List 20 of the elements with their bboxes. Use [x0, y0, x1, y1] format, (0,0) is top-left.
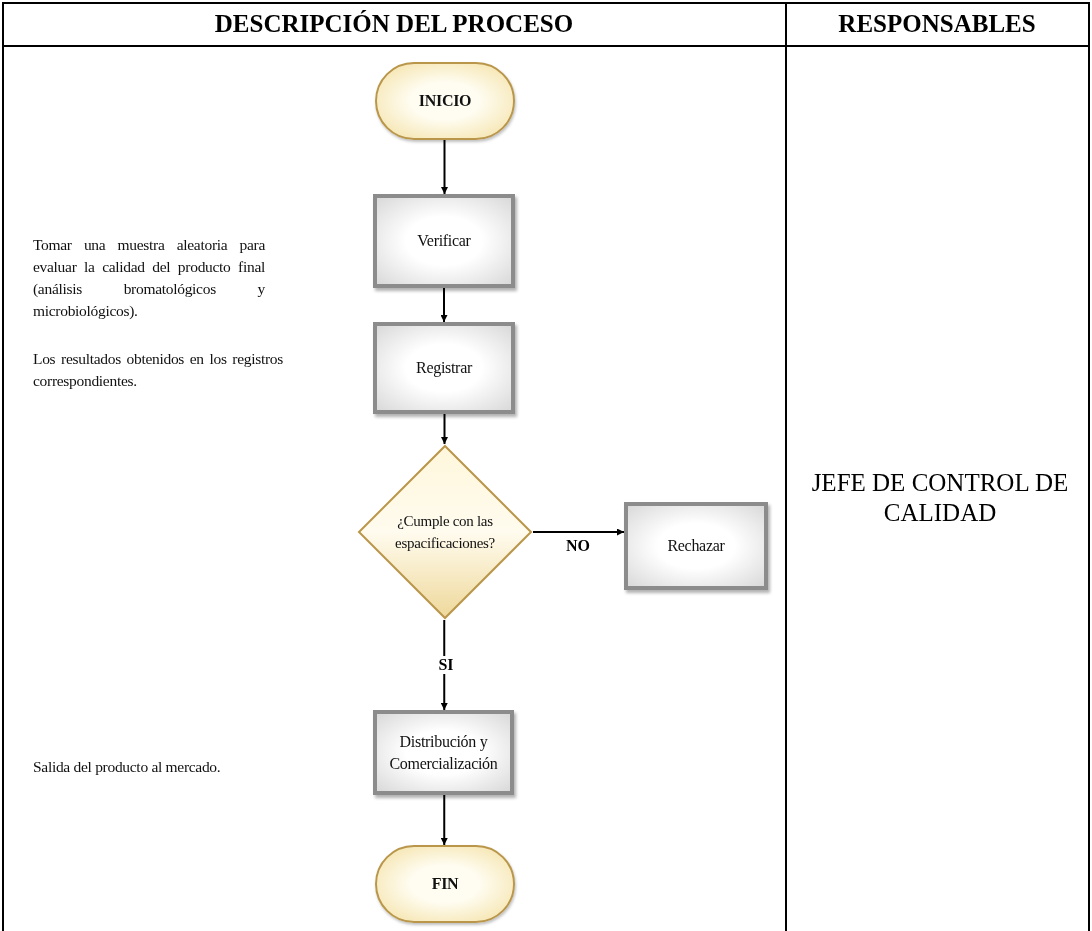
responsible-text: JEFE DE CONTROL DE CALIDAD: [810, 468, 1070, 528]
arrow: [441, 413, 448, 445]
process-box: Rechazar: [624, 502, 768, 590]
arrow: [441, 139, 448, 195]
edge-label: SI: [437, 656, 455, 674]
process-box: Distribución y Comercialización: [373, 710, 514, 795]
step-description: Salida del producto al mercado.: [33, 757, 222, 777]
arrow: [440, 287, 448, 323]
arrow: [532, 528, 625, 536]
step-description: Tomar una muestra aleatoria para evaluar la calidad del producto final (análisis bromatológicos y microbiológicos).: [33, 235, 265, 321]
arrow: [440, 794, 448, 846]
terminal-shape: FIN: [375, 845, 515, 923]
step-description: Los resultados obtenidos en los registros correspondientes.: [33, 349, 283, 391]
column-heading: RESPONSABLES: [837, 9, 1037, 39]
terminal-shape: INICIO: [375, 62, 515, 140]
column-heading: DESCRIPCIÓN DEL PROCESO: [213, 9, 575, 39]
process-box: Registrar: [373, 322, 515, 414]
decision-diamond: ¿Cumple con las espacificaciones?: [357, 444, 533, 620]
process-box: Verificar: [373, 194, 515, 288]
arrow: [440, 619, 448, 711]
